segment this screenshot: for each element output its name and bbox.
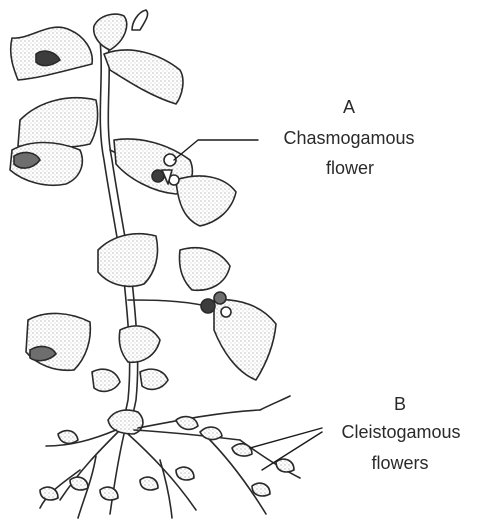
flower-cluster-2 <box>214 292 226 304</box>
root-5 <box>134 430 240 440</box>
root-12 <box>260 396 290 410</box>
leaf-lower-center <box>119 326 160 362</box>
root-6 <box>138 410 260 428</box>
flower-cluster-1 <box>201 299 215 313</box>
leaf-mid-right-lower <box>180 248 231 291</box>
leaflet-9 <box>176 417 198 430</box>
label-b-name-line2: flowers <box>350 452 450 474</box>
leaf-base-right <box>140 369 168 389</box>
flower-cluster-3 <box>221 307 231 317</box>
leaf-top-right-tip <box>132 10 148 30</box>
leaflet-1 <box>58 431 78 444</box>
leaflet-5 <box>176 467 194 480</box>
leaf-mid-right <box>176 176 236 226</box>
leaf-upper-left <box>18 98 98 148</box>
leaflet-3 <box>100 487 118 500</box>
root-11 <box>160 460 172 518</box>
leaf-top-center <box>94 14 127 50</box>
leaflet-2 <box>70 477 88 490</box>
leaf-lower-left <box>26 313 90 370</box>
main-stem <box>100 40 130 424</box>
leaflet-7 <box>232 444 252 456</box>
main-stem-outline <box>108 42 138 424</box>
leaflet-4 <box>140 477 158 490</box>
leaflet-11 <box>276 459 294 472</box>
leaflet-6 <box>200 427 222 439</box>
branch-mid <box>128 300 206 306</box>
leaflet-8 <box>252 483 270 496</box>
label-b-name-line1: Cleistogamous <box>324 421 478 443</box>
label-a-name-line1: Chasmogamous <box>264 127 434 149</box>
leaf-mid-left <box>98 234 158 287</box>
leaf-base-left <box>92 369 120 391</box>
label-a-letter: A <box>335 96 363 118</box>
root-2 <box>110 434 124 514</box>
leaf-top-right <box>104 50 183 104</box>
pointer-b-1 <box>250 428 322 448</box>
label-a-name-line2: flower <box>300 157 400 179</box>
label-b-letter: B <box>386 393 414 415</box>
